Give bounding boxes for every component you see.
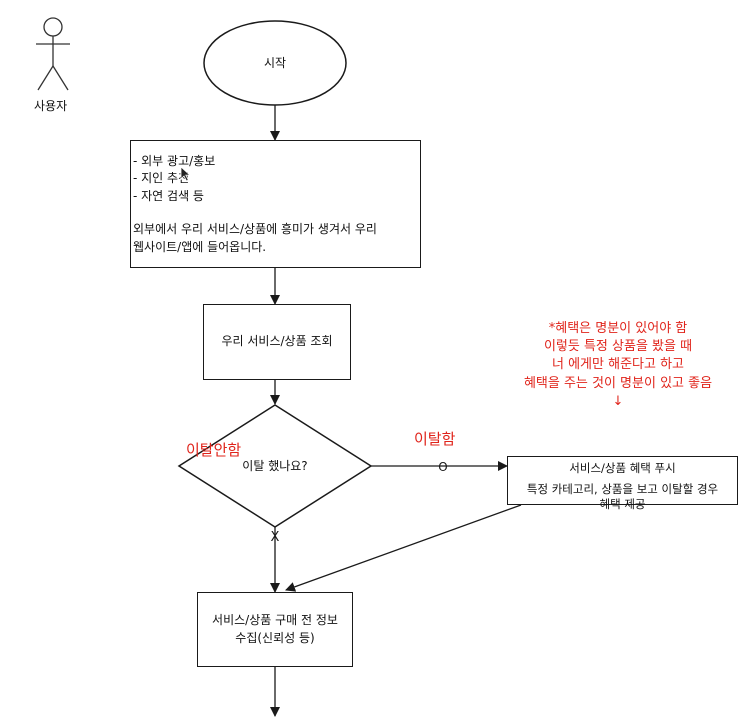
edge-churned-marker: O bbox=[438, 460, 447, 474]
decision-label: 이탈 했나요? bbox=[242, 459, 307, 473]
browse-label: 우리 서비스/상품 조회 bbox=[221, 334, 333, 349]
entry-bullet: - 자연 검색 등 bbox=[133, 188, 204, 203]
push-box: 서비스/상품 혜택 푸시 특정 카테고리, 상품을 보고 이탈할 경우 혜택 제… bbox=[507, 456, 738, 511]
edge-not-churned-marker: X bbox=[271, 530, 280, 545]
actor-label: 사용자 bbox=[34, 99, 68, 113]
edge-not-churned-label: 이탈안함 bbox=[186, 441, 242, 459]
entry-box: - 외부 광고/홍보 - 지인 추천 - 자연 검색 등 외부에서 우리 서비스… bbox=[130, 140, 421, 268]
push-title: 서비스/상품 혜택 푸시 bbox=[569, 461, 676, 475]
entry-bullet: - 외부 광고/홍보 bbox=[133, 154, 216, 168]
edge-churned-label: 이탈함 bbox=[414, 430, 456, 448]
benefit-note: *혜택은 명분이 있어야 함 이렇듯 특정 상품을 봤을 때 너 에게만 해준다… bbox=[523, 321, 713, 409]
stick-figure-icon bbox=[36, 17, 70, 91]
entry-bullet-list: - 외부 광고/홍보 - 지인 추천 - 자연 검색 등 bbox=[133, 153, 416, 205]
collect-box: 서비스/상품 구매 전 정보 수집(신뢰성 등) bbox=[197, 592, 353, 667]
arrow-push-to-collect bbox=[285, 504, 522, 592]
entry-bullet: - 지인 추천 bbox=[133, 171, 190, 186]
start-label: 시작 bbox=[264, 56, 286, 70]
push-body: 특정 카테고리, 상품을 보고 이탈할 경우 혜택 제공 bbox=[526, 481, 719, 512]
entry-description: 외부에서 우리 서비스/상품에 흥미가 생겨서 우리 웹사이트/앱에 들어옵니다… bbox=[133, 222, 377, 254]
mouse-pointer-icon bbox=[180, 166, 192, 182]
browse-box: 우리 서비스/상품 조회 bbox=[203, 304, 351, 380]
collect-label: 서비스/상품 구매 전 정보 수집(신뢰성 등) bbox=[212, 613, 338, 645]
